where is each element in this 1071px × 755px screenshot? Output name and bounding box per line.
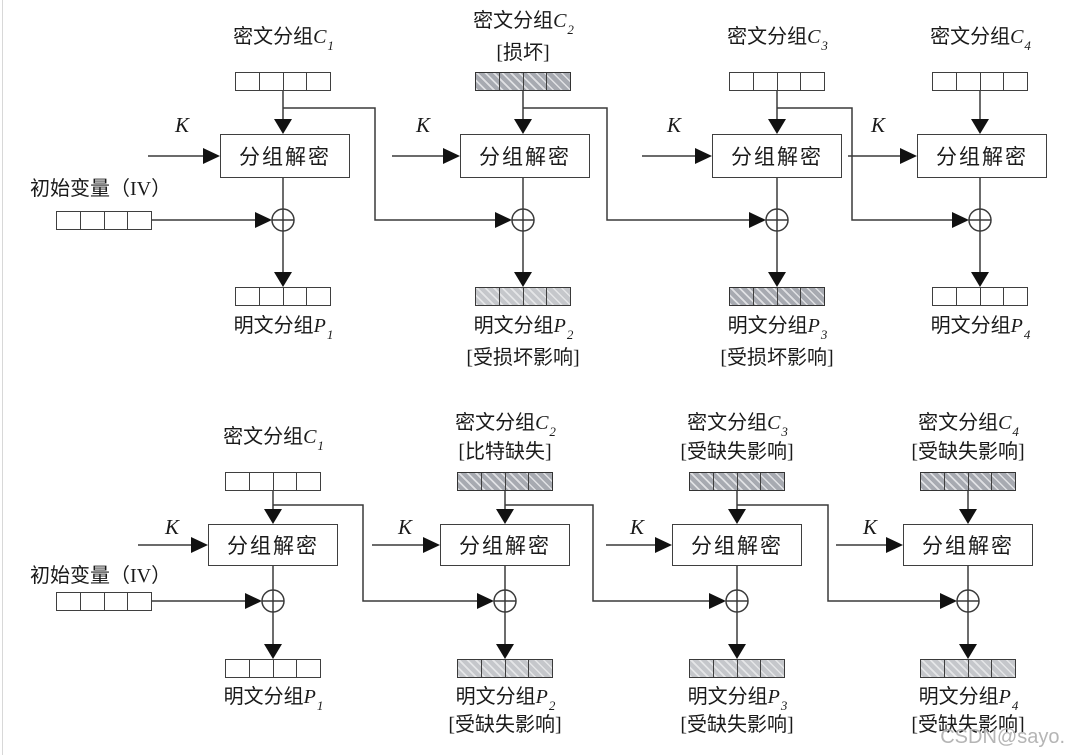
plaintext-label-p4: 明文分组P4	[918, 686, 1019, 713]
key-label-1: K	[174, 113, 189, 137]
ciphertext-label-c3: 密文分组C3	[727, 26, 828, 53]
key-label-3: K	[629, 515, 644, 539]
plaintext-note-p2: [受损坏影响]	[466, 347, 580, 369]
iv-block	[56, 592, 152, 611]
plaintext-block-p2-affected	[475, 287, 571, 306]
plaintext-block-p3-affected	[689, 659, 785, 678]
ciphertext-label-c1: 密文分组C1	[233, 26, 334, 53]
key-label-4: K	[870, 113, 885, 137]
ciphertext-label-c4: 密文分组C4	[918, 412, 1019, 439]
csdn-watermark: CSDN@sayo.	[940, 726, 1065, 748]
ciphertext-block-c1	[235, 72, 331, 91]
ciphertext-block-c3-affected	[689, 472, 785, 491]
iv-label: 初始变量（IV）	[30, 178, 172, 200]
plaintext-block-p4-affected	[920, 659, 1016, 678]
page-edge-line	[2, 0, 3, 755]
key-label-2: K	[415, 113, 430, 137]
plaintext-block-p4	[932, 287, 1028, 306]
iv-block	[56, 211, 152, 230]
plaintext-block-p3-affected	[729, 287, 825, 306]
ciphertext-block-c3	[729, 72, 825, 91]
ciphertext-label-c3: 密文分组C3	[687, 412, 788, 439]
ciphertext-block-c4-affected	[920, 472, 1016, 491]
ciphertext-note-c4: [受缺失影响]	[911, 441, 1025, 463]
ciphertext-label-c1: 密文分组C1	[223, 426, 324, 453]
block-decrypt-box-1: 分组解密	[208, 524, 338, 566]
ciphertext-block-c2-damaged	[475, 72, 571, 91]
key-label-2: K	[397, 515, 412, 539]
ciphertext-label-c2: 密文分组C2	[473, 10, 574, 37]
plaintext-block-p2-affected	[457, 659, 553, 678]
ciphertext-note-c2: [比特缺失]	[458, 441, 552, 463]
top-diagram-arrowheads	[203, 119, 989, 287]
block-decrypt-box-4: 分组解密	[917, 134, 1047, 178]
plaintext-block-p1	[225, 659, 321, 678]
ciphertext-label-c4: 密文分组C4	[930, 26, 1031, 53]
block-decrypt-box-2: 分组解密	[460, 134, 590, 178]
block-decrypt-box-3: 分组解密	[712, 134, 842, 178]
plaintext-label-p3: 明文分组P3	[687, 686, 788, 713]
bottom-diagram-wires	[138, 490, 969, 644]
plaintext-label-p3: 明文分组P3	[727, 315, 828, 342]
key-label-1: K	[164, 515, 179, 539]
iv-label: 初始变量（IV）	[30, 565, 172, 587]
block-decrypt-box-3: 分组解密	[672, 524, 802, 566]
top-diagram-xor-nodes	[271, 208, 992, 232]
plaintext-block-p1	[235, 287, 331, 306]
ciphertext-label-c2: 密文分组C2	[455, 412, 556, 439]
key-label-3: K	[666, 113, 681, 137]
plaintext-note-p3: [受缺失影响]	[680, 714, 794, 736]
ciphertext-note-c3: [受缺失影响]	[680, 441, 794, 463]
key-label-4: K	[862, 515, 877, 539]
block-decrypt-box-4: 分组解密	[903, 524, 1033, 566]
block-decrypt-box-1: 分组解密	[220, 134, 350, 178]
plaintext-label-p2: 明文分组P2	[473, 315, 574, 342]
plaintext-label-p4: 明文分组P4	[930, 315, 1031, 342]
block-decrypt-box-2: 分组解密	[440, 524, 570, 566]
ciphertext-block-c4	[932, 72, 1028, 91]
plaintext-label-p1: 明文分组P1	[233, 315, 334, 342]
top-diagram-wires	[148, 90, 981, 272]
bottom-diagram-xor-nodes	[261, 589, 980, 613]
plaintext-label-p1: 明文分组P1	[223, 686, 324, 713]
plaintext-note-p2: [受缺失影响]	[448, 714, 562, 736]
plaintext-note-p4: [受缺失影响]	[911, 714, 1025, 736]
plaintext-label-p2: 明文分组P2	[455, 686, 556, 713]
ciphertext-block-c1	[225, 472, 321, 491]
ciphertext-note-c2: [损坏]	[496, 42, 550, 64]
bottom-diagram-arrowheads	[191, 509, 977, 659]
ciphertext-block-c2-bit-loss	[457, 472, 553, 491]
plaintext-note-p3: [受损坏影响]	[720, 347, 834, 369]
